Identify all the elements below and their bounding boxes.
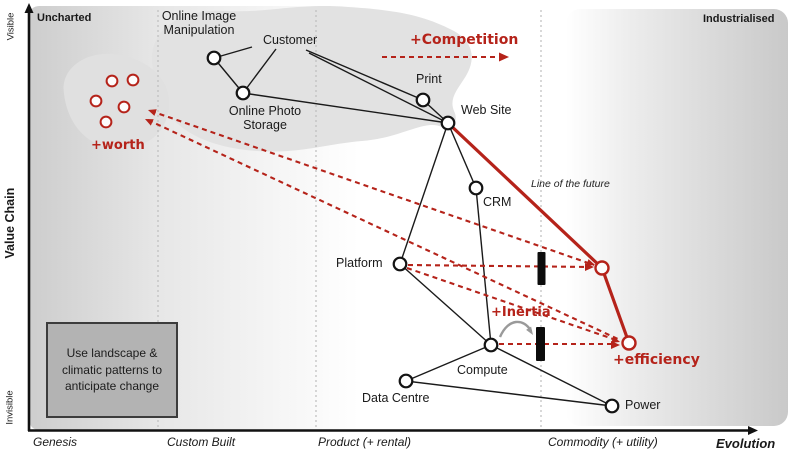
web-site-label: Web Site (461, 103, 512, 117)
print-label: Print (416, 72, 442, 86)
line-of-future-label: Line of the future (531, 178, 610, 190)
uncharted-label: Uncharted (37, 12, 92, 24)
node-print (415, 92, 431, 108)
component-edges (213, 46, 613, 407)
y-axis-title: Value Chain (2, 187, 17, 259)
node-platform (392, 256, 408, 272)
axes (27, 10, 750, 432)
efficiency-annotation: +efficiency (613, 352, 700, 368)
node-online-photo-storage (235, 85, 251, 101)
node-web-site (440, 115, 456, 131)
online-image-manipulation-label: Online Image Manipulation (161, 9, 237, 38)
inertia-arrow (498, 320, 533, 338)
industrialised-gradient (566, 9, 788, 426)
stage-product-label: Product (+ rental) (318, 435, 412, 449)
note-text: Use landscape & climatic patterns to ant… (61, 345, 163, 394)
stage-genesis-label: Genesis (33, 435, 78, 449)
stage-custom-label: Custom Built (167, 435, 236, 449)
inertia-bar-platform (537, 252, 546, 285)
node-power (604, 398, 620, 414)
competition-annotation: +Competition (410, 32, 519, 48)
worth-annotation: +worth (91, 138, 145, 153)
node-future-platform (594, 260, 610, 276)
inertia-annotation: +Inertia (491, 305, 551, 320)
inertia-bar-compute (536, 327, 545, 361)
component-nodes (206, 50, 620, 414)
platform-label: Platform (336, 256, 383, 270)
inertia-arrowhead (526, 326, 533, 335)
node-online-image-manipulation (206, 50, 222, 66)
node-data-centre (398, 373, 414, 389)
future-nodes (594, 260, 637, 351)
y-axis-invisible-label: Invisible (4, 390, 16, 425)
x-axis-arrowhead (748, 426, 758, 435)
node-compute (483, 337, 499, 353)
worth-blob (63, 53, 170, 149)
data-centre-label: Data Centre (362, 391, 430, 405)
node-crm (468, 180, 484, 196)
compute-label: Compute (457, 363, 508, 377)
power-label: Power (625, 398, 661, 412)
industrialised-label: Industrialised (703, 13, 775, 25)
worth-cluster-nodes (89, 73, 140, 129)
crm-label: CRM (483, 195, 512, 209)
climatic-patterns-note: Use landscape & climatic patterns to ant… (46, 322, 178, 418)
customer-label: Customer (263, 33, 318, 47)
online-photo-storage-label: Online Photo Storage (228, 104, 302, 133)
node-future-compute (621, 335, 637, 351)
y-axis-visible-label: Visible (5, 12, 17, 41)
movement-arrowheads (145, 52, 620, 349)
stage-commodity-label: Commodity (+ utility) (548, 435, 658, 449)
x-axis-title: Evolution (716, 436, 776, 451)
movement-arrows (147, 55, 621, 346)
y-axis-arrowhead (24, 3, 34, 13)
